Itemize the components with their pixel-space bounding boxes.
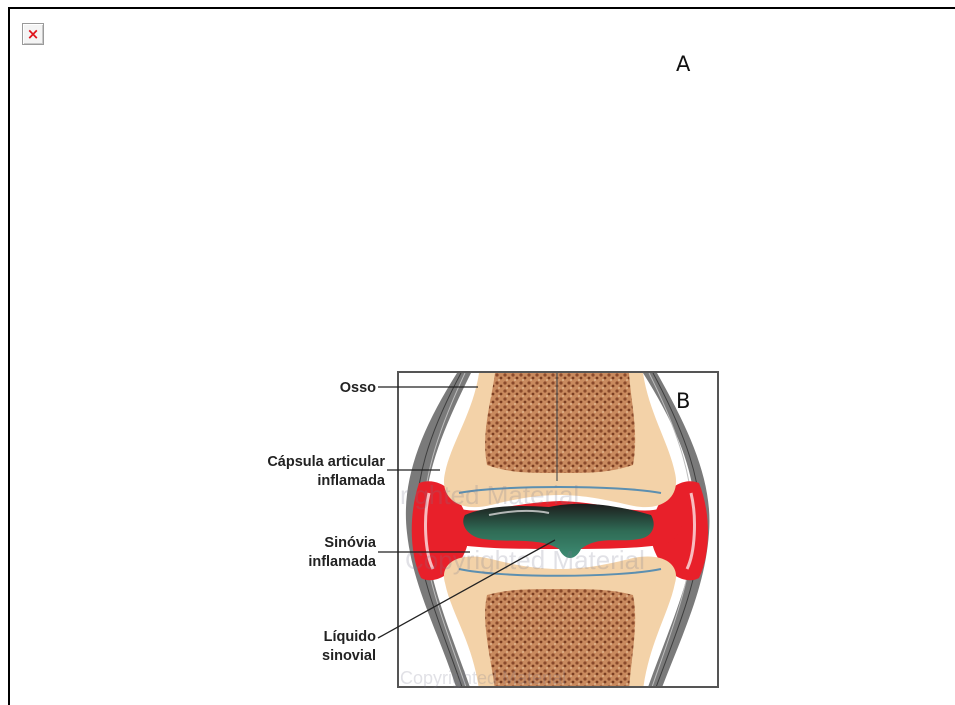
label-sinovia-line1: Sinóvia bbox=[308, 534, 376, 553]
label-sinovia-line2: inflamada bbox=[308, 553, 376, 572]
label-capsula-articular: Cápsula articular inflamada bbox=[267, 453, 385, 491]
panel-label-a: A bbox=[676, 52, 690, 76]
watermark-text: Copyrighted Material bbox=[405, 545, 645, 576]
broken-image-icon: × bbox=[22, 23, 44, 45]
label-liquido-line1: Líquido bbox=[322, 628, 376, 647]
label-osso-text: Osso bbox=[340, 379, 376, 398]
watermark-text: righted Material bbox=[400, 480, 579, 511]
watermark-text: Copyrighted Material bbox=[400, 668, 566, 689]
label-capsula-line2: inflamada bbox=[267, 472, 385, 491]
joint-illustration bbox=[399, 373, 719, 688]
label-capsula-line1: Cápsula articular bbox=[267, 453, 385, 472]
label-liquido-sinovial: Líquido sinovial bbox=[322, 628, 376, 666]
label-osso: Osso bbox=[340, 379, 376, 398]
broken-image-glyph: × bbox=[27, 27, 40, 42]
label-liquido-line2: sinovial bbox=[322, 647, 376, 666]
label-sinovia: Sinóvia inflamada bbox=[308, 534, 376, 572]
panel-label-b: B bbox=[676, 389, 690, 413]
joint-diagram bbox=[397, 371, 719, 688]
